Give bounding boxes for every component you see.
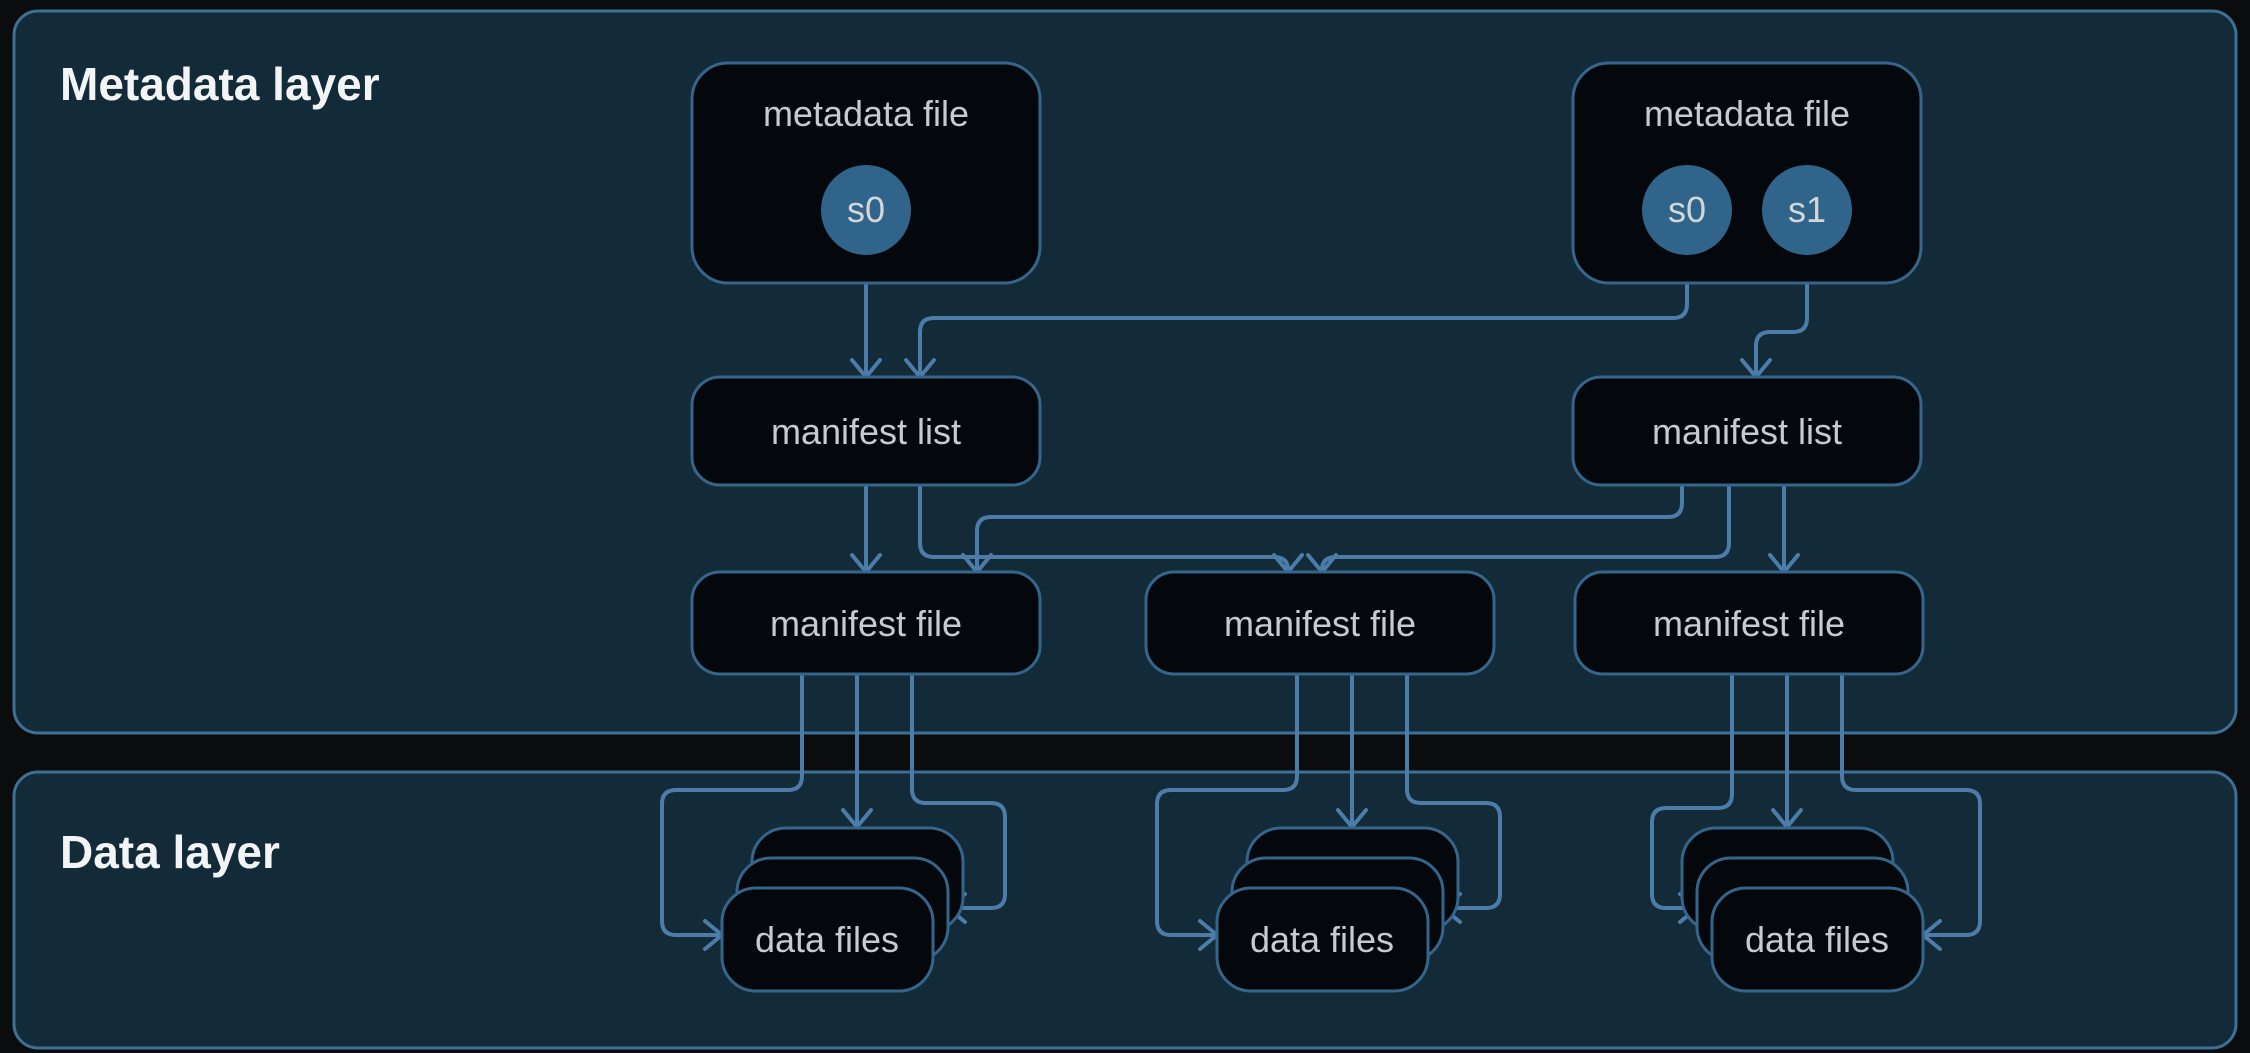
edge-file-right-to-datafiles-right-side: [1840, 674, 1982, 937]
data-layer-title: Data layer: [60, 826, 280, 878]
data-files-stack-right: data files: [1680, 826, 1925, 993]
data-layer-container: [12, 770, 2238, 1050]
metadata-file-node-right: metadata file s0 s1: [1571, 61, 1923, 285]
manifest-file-node-right: manifest file: [1573, 570, 1925, 676]
manifest-file-label: manifest file: [770, 603, 962, 644]
metadata-file-node-left: metadata file s0: [690, 61, 1042, 285]
metadata-file-label: metadata file: [1644, 93, 1850, 134]
data-files-box-front: [1215, 886, 1430, 993]
manifest-file-box: [690, 570, 1042, 676]
data-files-stack-middle: data files: [1215, 826, 1460, 993]
manifest-file-label: manifest file: [1653, 603, 1845, 644]
snapshot-s0-circle: [821, 165, 911, 255]
edges-manifest-file-right-to-data-files: [1650, 674, 1982, 951]
snapshot-s0-label: s0: [1668, 189, 1706, 230]
manifest-list-box: [690, 375, 1042, 487]
edge-list-right-to-file-left: [975, 485, 1684, 570]
edge-list-right-to-file-middle: [1320, 485, 1731, 571]
snapshot-s0-label: s0: [847, 189, 885, 230]
manifest-file-box: [1573, 570, 1925, 676]
edge-s1-to-manifest-list-right: [1754, 255, 1809, 375]
data-files-label: data files: [1250, 919, 1394, 960]
manifest-file-label: manifest file: [1224, 603, 1416, 644]
metadata-layer-title: Metadata layer: [60, 58, 380, 110]
edge-file-left-to-datafiles-right-side: [910, 674, 1007, 910]
data-files-box-front: [1710, 886, 1925, 993]
data-files-label: data files: [755, 919, 899, 960]
manifest-file-node-middle: manifest file: [1144, 570, 1496, 676]
edge-file-middle-to-datafiles-right-side: [1405, 674, 1502, 910]
edge-file-left-to-datafiles-left-side: [660, 674, 804, 937]
edge-list-left-to-file-middle: [918, 485, 1290, 571]
edges-manifest-file-left-to-data-files: [660, 674, 1007, 951]
manifest-list-label: manifest list: [771, 411, 961, 452]
edge-s0-right-to-manifest-list-left: [918, 255, 1689, 375]
data-files-stack-left: data files: [720, 826, 965, 993]
manifest-list-node-right: manifest list: [1571, 375, 1923, 487]
data-files-label: data files: [1745, 919, 1889, 960]
manifest-list-node-left: manifest list: [690, 375, 1042, 487]
metadata-file-label: metadata file: [763, 93, 969, 134]
snapshot-s1-circle: [1762, 165, 1852, 255]
data-files-box-front: [720, 886, 935, 993]
manifest-file-node-left: manifest file: [690, 570, 1042, 676]
edge-file-right-to-datafiles-left-side: [1650, 674, 1734, 910]
manifest-list-label: manifest list: [1652, 411, 1842, 452]
snapshot-s1-label: s1: [1788, 189, 1826, 230]
manifest-list-box: [1571, 375, 1923, 487]
snapshot-s0-circle: [1642, 165, 1732, 255]
manifest-file-box: [1144, 570, 1496, 676]
edge-file-middle-to-datafiles-left-side: [1155, 674, 1299, 937]
